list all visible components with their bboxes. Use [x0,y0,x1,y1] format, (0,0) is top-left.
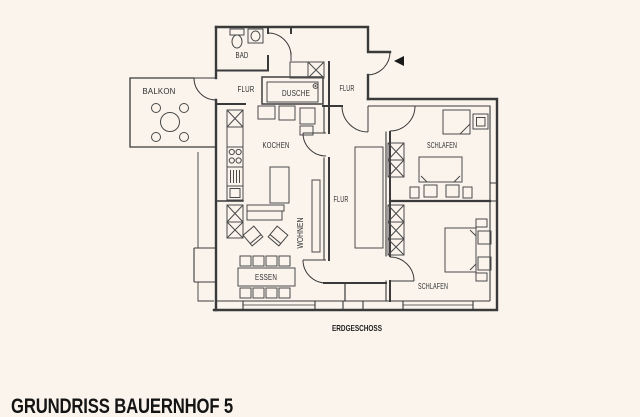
bed-icon [444,218,492,282]
corridor-door-icon [341,105,369,133]
furniture [151,28,492,299]
bedroom-lower-door-icon [389,256,415,282]
shaft-icon [226,109,244,128]
armchair-icon [267,225,289,247]
hall-closet-icon [354,146,384,249]
shower-head-icon [312,83,319,89]
room-label-flur-entrance: FLUR [340,84,355,93]
kitchen-door-icon [302,132,327,157]
balcony-table-icon [151,103,189,142]
room-label-essen: ESSEN [255,273,277,282]
entrance-door-icon [367,51,391,76]
shaft-icons [226,61,405,256]
bed-icon [409,156,473,199]
room-labels: BAD BALKON FLUR DUSCHE FLUR KOCHEN SCHLA… [143,51,457,333]
armchair-icon [242,225,264,247]
bath-door-icon [267,32,292,61]
shaft-icon [387,159,405,178]
shaft-icon [387,238,405,256]
kitchen-counter-icon [226,126,244,148]
interior-walls [215,26,492,302]
oven-icon [226,185,244,201]
stove-icon [226,146,244,168]
room-label-flur-corridor: FLUR [334,195,349,204]
toilet-icon [229,28,245,49]
room-label-kochen: KOCHEN [263,141,290,150]
room-label-schlafen-lower: SCHLAFEN [418,282,448,291]
bedroom-upper-door-icon [389,105,416,132]
shaft-icon [307,61,325,79]
dining-chairs-icon [239,255,291,299]
shower-tray-icon [261,76,324,105]
kitchen-island-icon [269,166,290,204]
room-label-flur-upper: FLUR [238,85,255,94]
desk-icon [442,109,489,135]
room-label-dusche: DUSCHE [282,89,310,98]
shaft-icon [226,204,244,223]
room-label-schlafen-upper: SCHLAFEN [427,141,457,150]
room-label-wohnen: WOHNEN [296,217,305,248]
room-label-bad: BAD [236,51,249,60]
washer-icon [257,105,316,136]
balcony-door-icon [193,77,217,101]
floor-label: ERDGESCHOSS [332,323,382,333]
tv-board-icon [311,179,321,253]
sofa-icon [246,204,285,221]
page-title: GRUNDRISS BAUERNHOF 5 [11,395,233,417]
dishwasher-icon [226,166,244,187]
room-label-balkon: BALKON [143,87,176,96]
hall-counter-icon [289,61,309,79]
dining-table-icon [237,267,296,287]
shaft-icon [226,221,244,239]
wall-inner-lines [193,105,498,310]
balcony-walls [129,77,216,148]
living-door-icon [302,259,327,284]
sink-icon [247,28,264,44]
entrance-arrow-icon [394,56,404,66]
door-swings [193,32,416,284]
